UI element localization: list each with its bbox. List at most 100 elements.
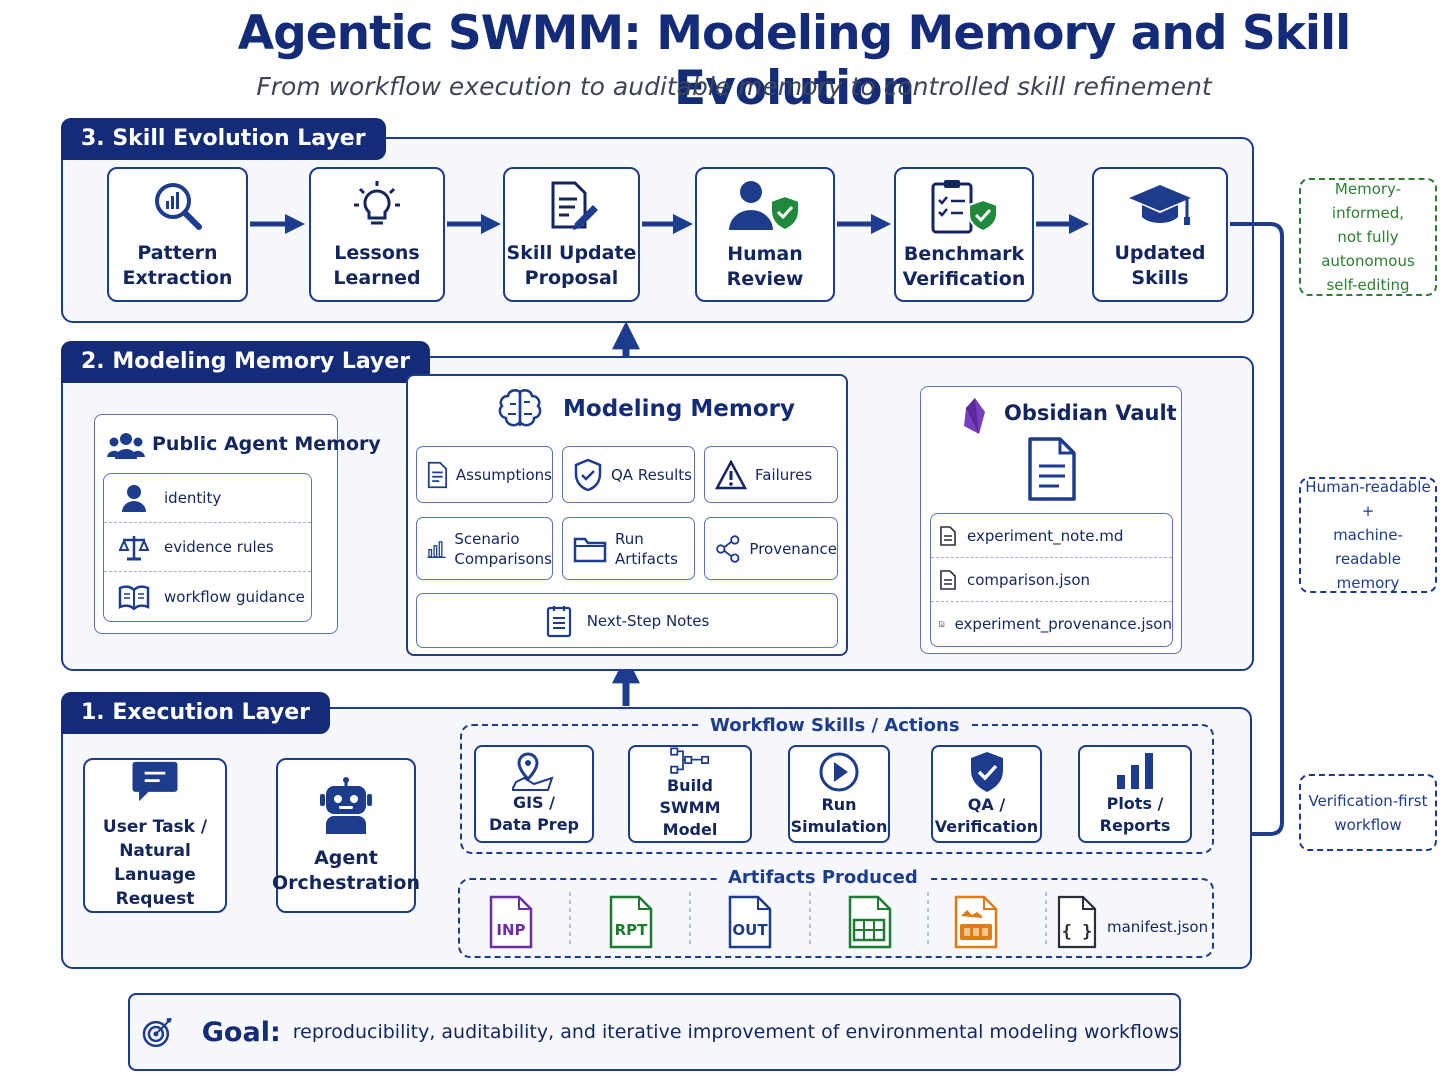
provenance-label: Provenance [749, 539, 837, 558]
goal-banner: Goal: reproducibility, auditability, and… [128, 993, 1181, 1071]
benchmark-verification-label: Benchmark Verification [902, 242, 1026, 290]
list-item: experiment_note.md [931, 514, 1172, 558]
skill-update-proposal-card: Skill Update Proposal [503, 167, 640, 302]
agent-orchestration-label: Agent Orchestration [272, 846, 420, 894]
updated-skills-label: Updated Skills [1114, 241, 1206, 289]
play-icon [819, 752, 859, 792]
qa-verification-label: QA / Verification [934, 795, 1039, 836]
diagram-subtitle: From workflow execution to auditable mem… [256, 72, 1212, 101]
user-task-card: User Task / Natural Lanuage Request [83, 758, 227, 913]
benchmark-verification-card: Benchmark Verification [894, 167, 1034, 302]
out-file-icon: OUT [727, 894, 773, 950]
artifacts-produced-title: Artifacts Produced [718, 867, 928, 888]
plots-reports-label: Plots / Reports [1099, 794, 1171, 835]
gis-data-prep-label: GIS / Data Prep [488, 793, 579, 834]
note-human-readable: Human-readable + machine-readable memory [1299, 477, 1437, 593]
list-item: experiment_provenance.json [931, 602, 1172, 646]
failures-label: Failures [755, 465, 813, 484]
artifact-dividers [569, 892, 1047, 946]
note-memory-informed: Memory-informed, not fully autonomous se… [1299, 178, 1437, 296]
book-icon [118, 584, 150, 610]
run-simulation-label: Run Simulation [790, 795, 888, 836]
obsidian-gem-icon [964, 398, 985, 434]
note-memory-informed-text: Memory-informed, not fully autonomous se… [1321, 180, 1415, 294]
agent-orchestration-card: Agent Orchestration [272, 758, 420, 913]
rpt-file-icon: RPT [608, 894, 654, 950]
person-icon [122, 485, 146, 512]
diagram-title: Agentic SWMM: Modeling Memory and Skill … [237, 6, 1352, 116]
brain-icon [498, 389, 542, 427]
people-group-icon [107, 433, 145, 459]
file-icon [939, 620, 945, 628]
manifest-json-label: manifest.json [1107, 918, 1209, 936]
next-step-notes-cell: Next-Step Notes [416, 593, 838, 648]
large-document-icon [1028, 437, 1076, 501]
note-verification-first-text: Verification-first workflow [1308, 791, 1428, 834]
list-item: identity [104, 474, 311, 523]
shield-check-icon [574, 458, 602, 491]
modeling-memory-title: Modeling Memory [563, 396, 795, 422]
svg-text:{ }: { } [1062, 922, 1093, 942]
chat-bubble-icon [132, 761, 178, 802]
pattern-extraction-label: Pattern Extraction [122, 241, 233, 289]
scenario-comparisons-label: Scenario Comparisons [454, 529, 552, 568]
public-memory-identity: identity [164, 489, 222, 507]
public-memory-list: identity evidence rules workflow guidanc… [103, 473, 312, 622]
lessons-learned-label: Lessons Learned [333, 241, 421, 289]
document-pencil-icon [551, 181, 598, 230]
lightbulb-icon [354, 180, 400, 224]
share-nodes-icon [716, 534, 740, 563]
skill-update-proposal-label: Skill Update Proposal [506, 241, 637, 289]
network-icon [670, 747, 710, 774]
obsidian-vault-title: Obsidian Vault [1004, 401, 1177, 425]
goal-text: reproducibility, auditability, and itera… [292, 1021, 1179, 1043]
plots-reports-step: Plots / Reports [1078, 745, 1192, 843]
run-artifacts-cell: Run Artifacts [562, 517, 695, 580]
pattern-extraction-card: Pattern Extraction [107, 167, 248, 302]
run-simulation-step: Run Simulation [788, 745, 890, 843]
lessons-learned-card: Lessons Learned [309, 167, 445, 302]
qa-results-cell: QA Results [562, 446, 695, 503]
scales-icon [119, 536, 149, 561]
qa-results-label: QA Results [611, 465, 692, 484]
skill-evolution-layer [61, 137, 1254, 323]
list-item: comparison.json [931, 558, 1172, 602]
goal-label: Goal: [201, 1016, 281, 1048]
updated-skills-card: Updated Skills [1092, 167, 1228, 302]
provenance-cell: Provenance [704, 517, 838, 580]
rpt-file-label: RPT [614, 921, 648, 939]
failures-cell: Failures [704, 446, 838, 503]
image-file-icon [954, 895, 998, 949]
notepad-icon [546, 605, 571, 637]
vault-file-name: experiment_provenance.json [954, 615, 1172, 633]
public-agent-memory-title: Public Agent Memory [152, 433, 381, 455]
gis-data-prep-step: GIS / Data Prep [474, 745, 594, 843]
human-review-card: Human Review [695, 167, 835, 302]
build-swmm-model-label: Build SWMM Model [659, 776, 721, 839]
modeling-memory-layer-tab: 2. Modeling Memory Layer [61, 341, 431, 383]
public-memory-evidence-rules: evidence rules [164, 538, 274, 556]
human-review-label: Human Review [726, 242, 804, 290]
public-memory-workflow-guidance: workflow guidance [164, 587, 305, 606]
clipboard-check-icon [931, 179, 998, 233]
build-swmm-model-step: Build SWMM Model [628, 745, 752, 843]
workflow-skills-title: Workflow Skills / Actions [700, 715, 970, 736]
execution-layer-tab: 1. Execution Layer [61, 692, 330, 734]
document-icon [427, 461, 448, 488]
user-task-label: User Task / Natural Lanuage Request [102, 817, 208, 909]
json-file-icon: { } [1057, 895, 1097, 949]
graduation-cap-icon [1129, 184, 1191, 225]
vault-file-name: comparison.json [967, 570, 1091, 589]
inp-file-label: INP [496, 921, 526, 939]
run-artifacts-label: Run Artifacts [615, 529, 678, 568]
vault-file-name: experiment_note.md [967, 526, 1124, 545]
folder-icon [573, 537, 607, 562]
qa-verification-step: QA / Verification [931, 745, 1042, 843]
bar-chart-icon [427, 540, 446, 558]
next-step-notes-label: Next-Step Notes [586, 611, 710, 630]
scenario-comparisons-cell: Scenario Comparisons [416, 517, 553, 580]
file-icon [940, 569, 956, 590]
inp-file-icon: INP [488, 894, 534, 950]
list-item: evidence rules [104, 523, 311, 572]
note-human-readable-text: Human-readable + machine-readable memory [1305, 478, 1431, 592]
